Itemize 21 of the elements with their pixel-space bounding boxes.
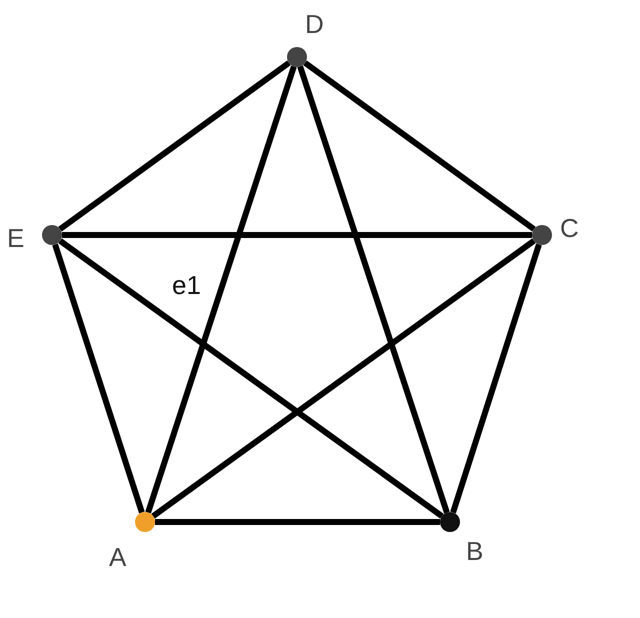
graph-edge bbox=[62, 232, 532, 238]
graph-edge bbox=[145, 66, 297, 514]
vertex-point bbox=[440, 512, 460, 532]
vertex-label: C bbox=[560, 215, 579, 241]
vertex-point bbox=[532, 225, 552, 245]
vertex-point bbox=[135, 512, 155, 532]
edge-name-label: e1 bbox=[172, 272, 201, 298]
graph-edge bbox=[450, 244, 542, 514]
graph-edge bbox=[58, 60, 291, 232]
vertex-label: E bbox=[7, 225, 24, 251]
vertex-point bbox=[42, 225, 62, 245]
graph-edge bbox=[58, 238, 444, 519]
vertex-label: A bbox=[109, 544, 126, 570]
vertex-point bbox=[287, 47, 307, 67]
graph-edge bbox=[297, 66, 450, 514]
graph-edge bbox=[303, 60, 536, 232]
graph-edge bbox=[155, 519, 440, 525]
vertex-label: B bbox=[466, 538, 484, 564]
graph-edge bbox=[52, 244, 145, 514]
graph-edge bbox=[151, 238, 536, 519]
vertex-label: D bbox=[305, 11, 324, 37]
